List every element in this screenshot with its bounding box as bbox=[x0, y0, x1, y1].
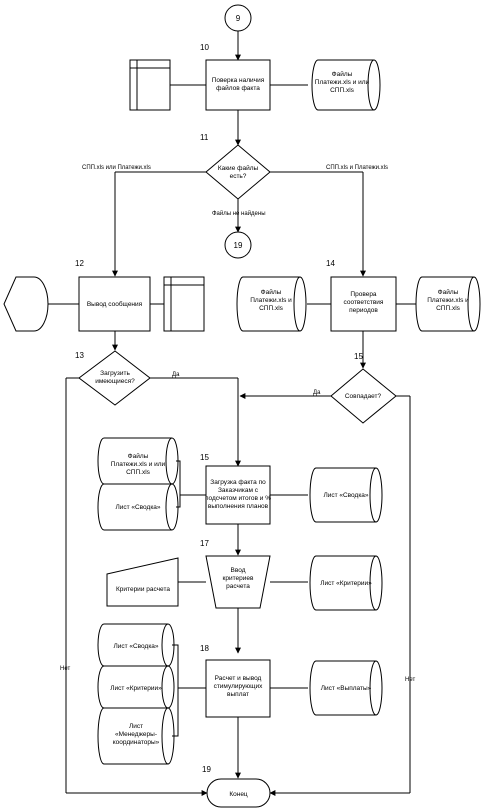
check-periods-line3: периодов bbox=[349, 307, 378, 314]
storage-sheet-payments: Лист «Выплаты» bbox=[309, 660, 383, 716]
load-fact-line1: Загрузка факта по bbox=[210, 479, 266, 486]
check-periods-line2: соответствия bbox=[344, 299, 384, 306]
which-files-line2: есть? bbox=[230, 173, 247, 180]
storage-sheet-summary-in: Лист «Сводка» bbox=[97, 483, 179, 531]
load-fact-line2: Заказчикам с bbox=[218, 487, 259, 494]
files-mid-line1: Файлы bbox=[128, 452, 149, 460]
edge-label-no-right: Нет bbox=[405, 677, 415, 683]
process-calc-output: Расчет и вывод стимулирующих выплат bbox=[205, 659, 271, 718]
files-plat-right-line2: Платежи.xls и bbox=[427, 297, 469, 304]
storage-files-mid: Файлы Платежи.xls и или СПП.xls bbox=[97, 437, 179, 485]
decision-which-files: Какие файлы есть? bbox=[205, 144, 271, 200]
storage-sheet-criteria-stack: Лист «Критерии» bbox=[97, 665, 175, 709]
manual-input-criteria: Критерии расчета bbox=[106, 557, 179, 607]
criteria-input-text: Критерии расчета bbox=[116, 586, 170, 593]
sheet-summary-stack-text: Лист «Сводка» bbox=[113, 643, 158, 650]
calc-output-line3: выплат bbox=[227, 691, 249, 698]
process-check-files: Поверка наличия файлов факта bbox=[205, 59, 271, 111]
end-text: Конец bbox=[229, 791, 248, 798]
sheet-criteria-out-text: Лист «Критерии» bbox=[320, 580, 372, 587]
edge-label-yes-right: Да bbox=[313, 390, 321, 396]
enter-criteria-line2: критериев bbox=[223, 575, 254, 582]
step-number-17: 17 bbox=[200, 539, 209, 548]
display-shape bbox=[3, 276, 49, 332]
files-mid-line2: Платежи.xls и или bbox=[111, 461, 166, 468]
sheet-summary-out-text: Лист «Сводка» bbox=[323, 492, 368, 499]
enter-criteria-line3: расчета bbox=[226, 583, 250, 590]
bracket-top-stack bbox=[176, 460, 181, 508]
step-number-15: 15 bbox=[354, 352, 363, 361]
load-existing-line2: имеющиеся? bbox=[95, 378, 135, 385]
files-plat-line3: СПП.xls bbox=[259, 305, 284, 312]
check-files-line1: Поверка наличия bbox=[212, 77, 265, 84]
storage-files-plat: Файлы Платежи.xls и СПП.xls bbox=[236, 276, 307, 332]
process-output-message: Вывод сообщения bbox=[78, 276, 151, 332]
calc-output-line2: стимулирующих bbox=[214, 683, 264, 690]
files-mid-line3: СПП.xls bbox=[126, 469, 151, 476]
files-plat-right-line1: Файлы bbox=[438, 288, 459, 296]
decision-load-existing: Загрузить имеющиеся? bbox=[78, 350, 151, 406]
sheet-payments-text: Лист «Выплаты» bbox=[321, 685, 372, 692]
step-number-19: 19 bbox=[202, 765, 211, 774]
connector-top: 9 bbox=[224, 4, 252, 32]
storage-files-plat-right: Файлы Платежи.xls и СПП.xls bbox=[415, 276, 481, 332]
connector-mid: 19 bbox=[224, 231, 252, 259]
files-top-line3: СПП.xls bbox=[330, 87, 355, 94]
which-files-line1: Какие файлы bbox=[218, 164, 259, 172]
sheet-summary-in-text: Лист «Сводка» bbox=[115, 504, 160, 511]
process-check-periods: Провера соответствия периодов bbox=[330, 276, 397, 332]
storage-sheet-managers: Лист «Менеджеры- координаторы» bbox=[97, 707, 175, 765]
edge-label-yes-left: Да bbox=[172, 372, 180, 378]
step-number-12: 12 bbox=[75, 259, 84, 268]
step-number-18: 18 bbox=[200, 644, 209, 653]
sheet-managers-line1: Лист bbox=[129, 723, 143, 730]
files-plat-right-line3: СПП.xls bbox=[436, 305, 461, 312]
connector-mid-label: 19 bbox=[234, 241, 243, 250]
process-load-fact: Загрузка факта по Заказчикам с подсчетом… bbox=[205, 465, 271, 525]
bracket-bottom-stack bbox=[172, 644, 179, 737]
storage-sheet-summary-out: Лист «Сводка» bbox=[309, 467, 383, 523]
step-number-14: 14 bbox=[326, 259, 335, 268]
storage-sheet-summary-stack: Лист «Сводка» bbox=[97, 623, 175, 667]
output-msg-text: Вывод сообщения bbox=[87, 300, 143, 308]
files-top-line2: Платежи.xls и или bbox=[315, 79, 370, 86]
check-files-line2: файлов факта bbox=[216, 84, 260, 92]
sheet-managers-line2: «Менеджеры- bbox=[115, 731, 157, 738]
edge-label-left-branch: СПП.xls или Платежи.xls bbox=[82, 165, 151, 171]
load-fact-line3: подсчетом итогов и % bbox=[205, 495, 271, 502]
sheet-icon-mid bbox=[163, 276, 205, 332]
storage-files-top: Файлы Платежи.xls и или СПП.xls bbox=[311, 59, 381, 111]
enter-criteria-line1: Ввод bbox=[231, 567, 246, 574]
storage-sheet-criteria-out: Лист «Критерии» bbox=[309, 555, 383, 611]
connector-lines bbox=[46, 31, 416, 796]
sheet-managers-line3: координаторы» bbox=[113, 739, 160, 746]
files-plat-line1: Файлы bbox=[261, 288, 282, 296]
calc-output-line1: Расчет и вывод bbox=[215, 675, 262, 682]
check-periods-line1: Провера bbox=[350, 291, 377, 298]
load-fact-line4: выполнения планов bbox=[208, 503, 269, 510]
edge-label-right-branch: СПП.xls и Платежи.xls bbox=[326, 165, 388, 171]
match-text: Совпадает? bbox=[345, 393, 382, 400]
sheet-icon-top bbox=[129, 59, 171, 111]
step-number-11: 11 bbox=[200, 133, 209, 142]
files-top-line1: Файлы bbox=[332, 70, 353, 78]
connector-top-label: 9 bbox=[236, 14, 241, 23]
sheet-criteria-stack-text: Лист «Критерии» bbox=[110, 685, 162, 692]
edge-label-no-left: Нет bbox=[60, 666, 70, 672]
decision-match: Совпадает? bbox=[330, 368, 397, 424]
step-number-10: 10 bbox=[200, 43, 209, 52]
terminator-end: Конец bbox=[206, 778, 271, 808]
manual-op-enter-criteria: Ввод критериев расчета bbox=[205, 555, 271, 609]
step-number-16: 15 bbox=[200, 453, 209, 462]
load-existing-line1: Загрузить bbox=[100, 370, 130, 377]
step-number-13: 13 bbox=[75, 351, 84, 360]
files-plat-line2: Платежи.xls и bbox=[250, 297, 292, 304]
edge-label-not-found: Файлы не найдены bbox=[212, 210, 266, 217]
